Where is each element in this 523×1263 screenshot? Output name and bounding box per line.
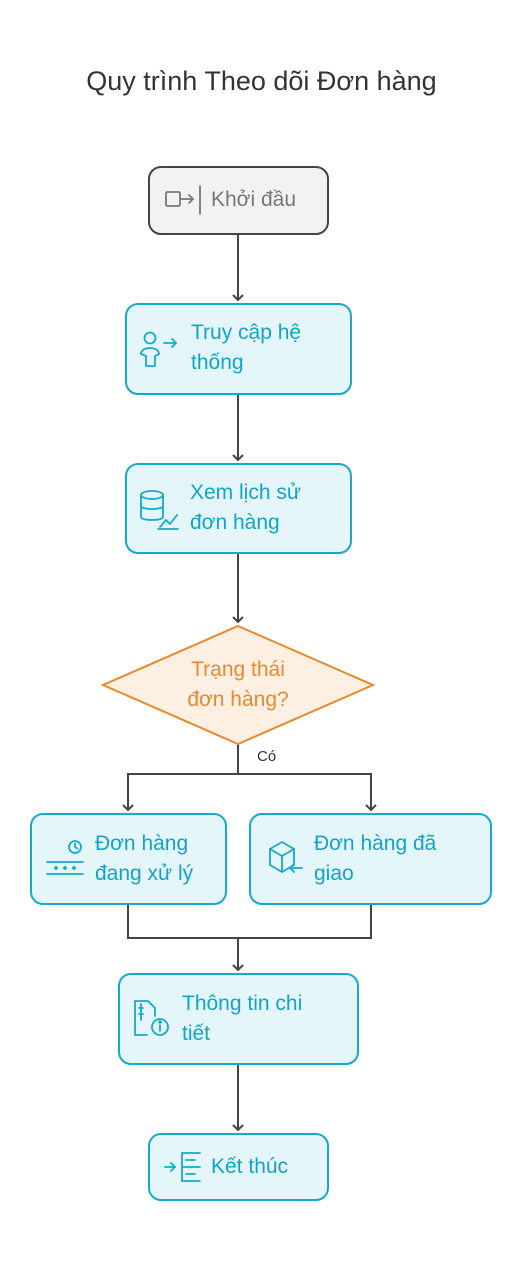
edges — [122, 234, 377, 1132]
node-access — [125, 303, 352, 395]
decision-label-line2: đơn hàng? — [187, 688, 289, 711]
sign-out-tree-icon — [164, 1152, 201, 1182]
sign-in-icon — [165, 185, 201, 215]
history-label-line2: đơn hàng — [190, 511, 280, 534]
processing-label: Đơn hàng đang xử lý — [95, 829, 193, 889]
delivered-label-line2: giao — [314, 862, 354, 885]
node-details — [118, 973, 359, 1065]
history-label: Xem lịch sử đơn hàng — [190, 478, 301, 538]
node-delivered — [249, 813, 492, 905]
details-label-line2: tiết — [182, 1022, 211, 1045]
edge-branch-delivered — [238, 773, 377, 812]
processing-label-line2: đang xử lý — [95, 862, 194, 885]
diagram-title: Quy trình Theo dõi Đơn hàng — [86, 66, 437, 96]
access-label: Truy cập hệ thống — [191, 318, 301, 378]
history-label-line1: Xem lịch sử — [190, 481, 301, 504]
edge-delivered-merge — [238, 904, 372, 939]
node-history — [125, 463, 352, 554]
decision-label-line1: Trạng thái — [191, 658, 285, 681]
details-label: Thông tin chi tiết — [182, 989, 302, 1049]
decision-label: Trạng thái đơn hàng? — [148, 655, 328, 715]
details-label-line1: Thông tin chi — [182, 992, 303, 1015]
end-label: Kết thúc — [211, 1155, 289, 1178]
package-arrow-icon — [269, 841, 303, 873]
node-start — [148, 166, 329, 235]
node-end — [148, 1133, 329, 1201]
edge-processing-merge — [127, 904, 238, 939]
conveyor-timer-icon — [46, 840, 84, 875]
access-label-line2: thống — [191, 351, 244, 374]
node-decision — [100, 624, 376, 746]
user-arrow-icon — [140, 331, 177, 367]
access-label-line1: Truy cập hệ — [191, 321, 302, 344]
start-label: Khởi đầu — [211, 188, 296, 211]
edge-branch-processing — [122, 773, 238, 812]
database-chart-icon — [140, 490, 179, 530]
edge-label-yes: Có — [257, 748, 277, 765]
processing-label-line1: Đơn hàng — [95, 832, 189, 855]
node-processing — [30, 813, 227, 905]
delivered-label-line1: Đơn hàng đã — [314, 832, 437, 855]
file-info-icon — [134, 1000, 169, 1036]
delivered-label: Đơn hàng đã giao — [314, 829, 436, 889]
